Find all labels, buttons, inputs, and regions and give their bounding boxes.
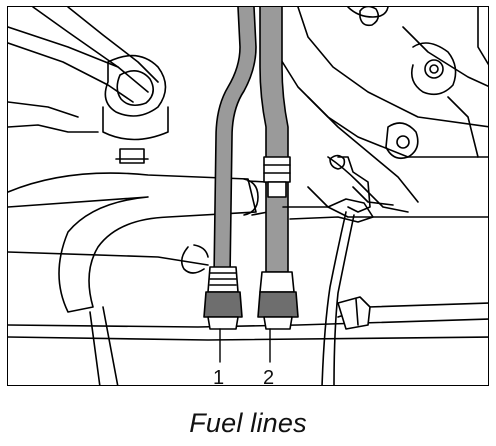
- callout-label-1: 1: [213, 367, 224, 386]
- callout-label-2: 2: [263, 367, 274, 386]
- fuel-line-2: [257, 7, 299, 330]
- figure-caption: Fuel lines: [189, 408, 307, 438]
- callout-leaders: [219, 328, 271, 363]
- illustration-frame: 1 2: [7, 6, 489, 386]
- coolant-hose: [8, 172, 269, 385]
- fuel-line-1: [203, 7, 257, 330]
- lower-frame-rail: [8, 186, 488, 341]
- fuel-lines-illustration: 1 2: [8, 7, 488, 386]
- breather-tube: [282, 154, 374, 385]
- upper-left-bracket: [8, 7, 169, 141]
- mounting-bolt-left: [115, 148, 149, 164]
- engine-block: [262, 7, 488, 213]
